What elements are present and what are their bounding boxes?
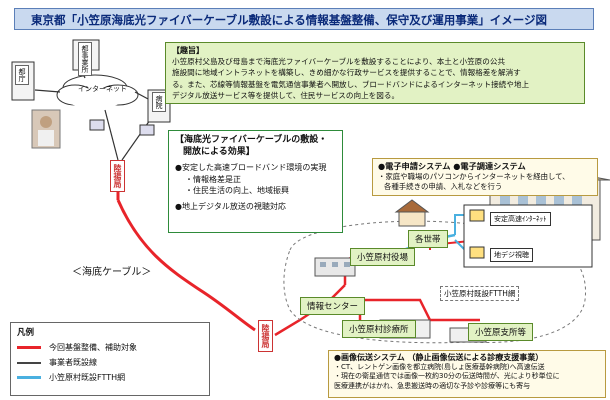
houses [396, 200, 428, 226]
branch-office-label: 小笠原支所等 [468, 323, 533, 341]
purpose-line: る。また、芯線等情報基盤を電気通信事業者へ開放し、ブロードバンドによるインターネ… [172, 79, 578, 90]
internet-label: インターネット [78, 84, 127, 94]
purpose-heading: 【趣旨】 [172, 45, 578, 56]
legend-swatch-blue [17, 376, 41, 379]
broadband-screen-label: 安定高速ｲﾝﾀｰﾈｯﾄ [490, 212, 551, 226]
tokyo-field-office-label: 都事業所 [78, 42, 92, 76]
legend: 凡例 今回基盤整備、補助対象 事業者既設線 小笠原村既設FTTH網 [10, 322, 210, 396]
landing-station-bottom: 陸揚局 [258, 320, 273, 352]
effects-item: ・住民生活の向上、地域振興 [175, 185, 336, 197]
legend-swatch-black [17, 362, 41, 364]
e-application-system-box: ●電子申請システム ●電子調達システム ・家庭や職場のパソコンからインターネット… [372, 158, 598, 196]
ftth-label: 小笠原村既設FTTH網 [440, 286, 519, 301]
legend-swatch-red [17, 346, 41, 349]
image-system-line: ・現在の衛星通信では画像一枚約30分の伝送時間が、光により秒単位に [334, 372, 600, 382]
households-label: 各世帯 [408, 230, 448, 248]
systems-line: ・家庭や職場のパソコンからインターネットを経由して、 [378, 172, 592, 183]
image-transmission-box: ●画像伝送システム （静止画像伝送による診療支援事業） ・CT、レントゲン画像を… [328, 350, 606, 398]
image-system-line: ・CT、レントゲン画像を都立病院(島しょ医療基幹病院)へ高速伝送 [334, 363, 600, 373]
hospital-label: 病院 [152, 92, 166, 112]
legend-label: 今回基盤整備、補助対象 [49, 342, 137, 353]
info-center-label: 情報センター [300, 297, 365, 315]
systems-line: 各種手続きの申請、入札などを行う [378, 182, 592, 193]
effects-item: ●地上デジタル放送の視聴対応 [175, 201, 336, 213]
legend-label: 小笠原村既設FTTH網 [49, 372, 125, 383]
purpose-box: 【趣旨】 小笠原村父島及び母島まで海底光ファイバーケーブルを敷設することにより、… [165, 42, 585, 104]
legend-heading: 凡例 [17, 326, 203, 338]
purpose-line: 施設間に地域イントラネットを構築し、きめ細かな行政サービスを提供することで、情報… [172, 67, 578, 78]
submarine-cable-label: ＜海底ケーブル＞ [72, 263, 151, 278]
landing-station-top: 陸揚局 [110, 160, 125, 192]
legend-item: 小笠原村既設FTTH網 [17, 370, 203, 385]
effects-item: ●安定した高速ブロードバンド環境の実現 [175, 162, 336, 174]
digital-tv-screen-label: 地デジ視聴 [490, 248, 533, 262]
legend-item: 事業者既設線 [17, 355, 203, 370]
village-office-building [315, 258, 355, 276]
effects-heading: 【海底光ファイバーケーブルの敷設・ [175, 134, 336, 146]
clinic-label: 小笠原村診療所 [342, 320, 416, 338]
systems-heading: ●電子申請システム ●電子調達システム [378, 161, 592, 172]
image-system-heading: ●画像伝送システム （静止画像伝送による診療支援事業） [334, 353, 600, 363]
purpose-line: デジタル放送サービス等を提供して、住民サービスの向上を図る。 [172, 90, 578, 101]
legend-item: 今回基盤整備、補助対象 [17, 340, 203, 355]
purpose-line: 小笠原村父島及び母島まで海底光ファイバーケーブルを敷設することにより、本土と小笠… [172, 56, 578, 67]
village-office-label: 小笠原村役場 [350, 248, 415, 266]
effects-item: ・情報格差是正 [175, 174, 336, 186]
tokyo-office-label: 都庁 [15, 65, 29, 85]
effects-heading-2: 開放による効果】 [175, 146, 336, 158]
legend-label: 事業者既設線 [49, 357, 97, 368]
effects-box: 【海底光ファイバーケーブルの敷設・ 開放による効果】 ●安定した高速ブロードバン… [168, 130, 343, 233]
image-system-line: 医療連携がはかれ、急患搬送時の適切な予診や診療等にも寄与 [334, 382, 600, 392]
